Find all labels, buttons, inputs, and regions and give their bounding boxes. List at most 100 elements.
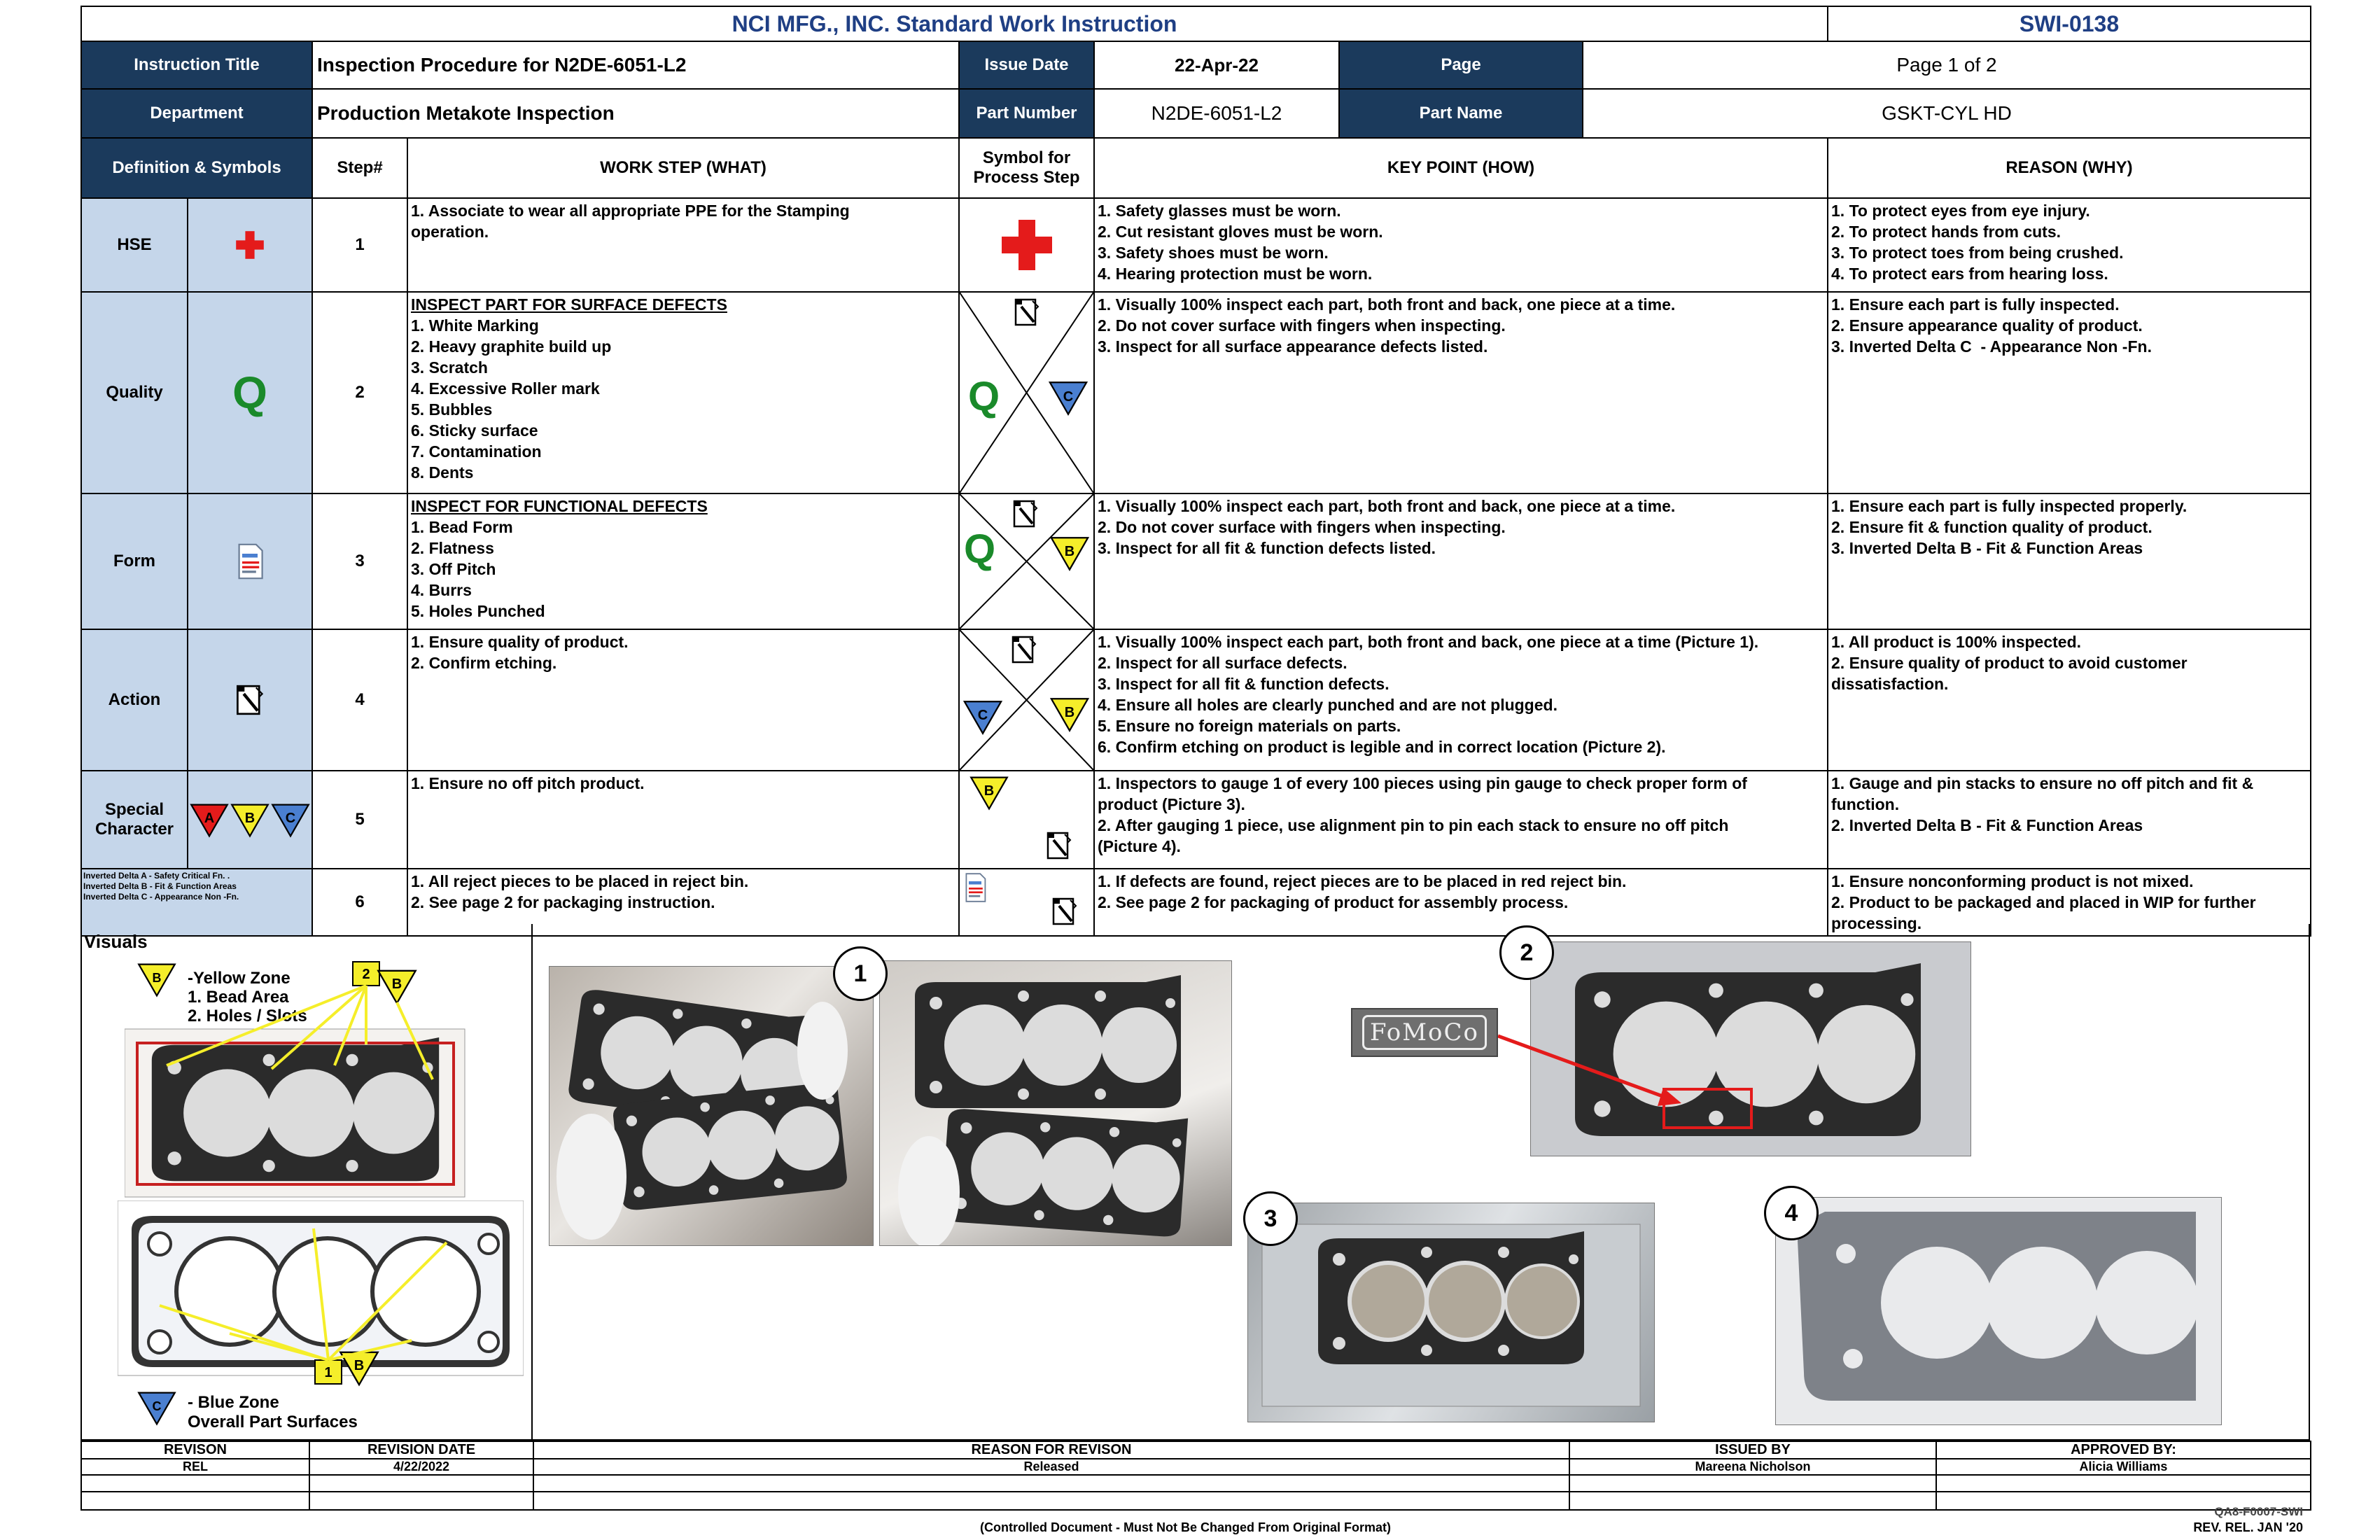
symbol-x-diagram: Q B [960, 494, 1093, 629]
step-number: 6 [312, 868, 408, 937]
issued-by-value: Mareena Nicholson [1569, 1458, 1937, 1476]
delta-c-letter: C [286, 811, 295, 826]
gasket-photo-4 [1797, 1212, 2199, 1401]
picture-number-2: 2 [1499, 925, 1554, 980]
quality-q-icon: Q [968, 374, 1000, 419]
delta-b-letter: B [984, 783, 994, 799]
action-icon [1046, 831, 1072, 860]
visuals-area [80, 924, 2310, 1441]
gasket-photo-1a [556, 981, 848, 1240]
hse-label: HSE [80, 197, 188, 293]
etch-text: FoMoCo [1362, 1015, 1487, 1050]
definitions-header: Definition & Symbols [80, 137, 313, 199]
step-why: 1. To protect eyes from eye injury. 2. T… [1827, 197, 2311, 293]
step-row-1: HSE 1 1. Associate to wear all appropria… [80, 197, 2311, 293]
action-icon [234, 682, 265, 718]
symbol-x-diagram: Q C [960, 293, 1093, 493]
how-header: KEY POINT (HOW) [1093, 137, 1828, 199]
quality-symbol-cell: Q [187, 291, 313, 494]
instruction-title: Inspection Procedure for N2DE-6051-L2 [312, 41, 960, 90]
picture-2 [1530, 941, 1971, 1156]
page-label: Page [1338, 41, 1583, 90]
revision-row: REL 4/22/2022 Released Mareena Nicholson… [80, 1458, 2311, 1476]
hse-symbol-cell [187, 197, 313, 293]
issue-date: 22-Apr-22 [1093, 41, 1340, 90]
picture-number-1: 1 [833, 946, 888, 1001]
step-what: 1. All reject pieces to be placed in rej… [407, 868, 960, 937]
step-why: 1. Ensure each part is fully inspected. … [1827, 291, 2311, 494]
revision-date-header: REVISION DATE [309, 1441, 534, 1460]
step-symbol-cell: Q C [958, 291, 1095, 494]
step-what: 1. Associate to wear all appropriate PPE… [407, 197, 960, 293]
step-how: 1. Safety glasses must be worn. 2. Cut r… [1093, 197, 1828, 293]
action-icon [1012, 499, 1038, 528]
gasket-photo-2 [1575, 963, 1921, 1136]
step-symbol-cell [958, 197, 1095, 293]
document-title: NCI MFG., INC. Standard Work Instruction [80, 6, 1828, 42]
svg-text:B: B [354, 1358, 364, 1373]
action-icon [1051, 897, 1077, 925]
what-header: WORK STEP (WHAT) [407, 137, 960, 199]
special-symbol-cell: A B C [187, 770, 313, 869]
step-number: 3 [312, 493, 408, 630]
hse-cross-icon [234, 230, 265, 260]
issue-date-label: Issue Date [958, 41, 1095, 90]
department-label: Department [80, 88, 313, 139]
step-row-4: Action 4 1. Ensure quality of product. 2… [80, 629, 2311, 771]
instruction-title-label: Instruction Title [80, 41, 313, 90]
step-why: 1. Ensure nonconforming product is not m… [1827, 868, 2311, 937]
blue-zone-legend: - Blue Zone Overall Part Surfaces [188, 1393, 358, 1432]
symbol-step5: B [970, 776, 1072, 860]
step-number: 4 [312, 629, 408, 771]
symbol-x-diagram: C B [960, 630, 1093, 770]
part-number: N2DE-6051-L2 [1093, 88, 1340, 139]
step-row-2: Quality Q 2 INSPECT PART FOR SURFACE DEF… [80, 291, 2311, 494]
hse-cross-icon [999, 217, 1055, 273]
action-label: Action [80, 629, 188, 771]
revision-table: REVISON REVISION DATE REASON FOR REVISON… [80, 1441, 2311, 1511]
form-document-icon [965, 873, 986, 902]
step-number: 2 [312, 291, 408, 494]
symbol-step6 [965, 873, 1077, 925]
svg-text:B: B [392, 976, 402, 992]
etch-closeup: FoMoCo [1351, 1008, 1498, 1057]
svg-text:B: B [153, 971, 162, 985]
marker-2-box [352, 961, 380, 986]
delta-c-letter: C [978, 708, 988, 723]
document-id: SWI-0138 [1827, 6, 2311, 42]
part-number-label: Part Number [958, 88, 1095, 139]
visuals-label: Visuals [84, 931, 148, 952]
delta-legend: Inverted Delta A - Safety Critical Fn. .… [80, 868, 313, 937]
form-label: Form [80, 493, 188, 630]
step-why: 1. All product is 100% inspected. 2. Ens… [1827, 629, 2311, 771]
picture-1-left [549, 966, 874, 1246]
step-how: 1. Visually 100% inspect each part, both… [1093, 629, 1828, 771]
why-header: REASON (WHY) [1827, 137, 2311, 199]
approved-by-header: APPROVED BY: [1935, 1441, 2311, 1460]
picture-3 [1247, 1203, 1655, 1422]
step-symbol-cell: C B [958, 629, 1095, 771]
yellow-zone-legend: -Yellow Zone 1. Bead Area 2. Holes / Slo… [188, 969, 307, 1026]
step-symbol-cell [958, 868, 1095, 937]
etch-arrow [1498, 1034, 1681, 1106]
delta-b-letter: B [1065, 544, 1074, 559]
quality-q-icon: Q [964, 526, 995, 572]
delta-c-letter: C [1063, 389, 1073, 405]
marker-1-text: 1 [324, 1365, 332, 1380]
yellow-zone-gasket-diagram: 2 B [125, 961, 465, 1198]
step-how: 1. If defects are found, reject pieces a… [1093, 868, 1828, 937]
marker-2-text: 2 [362, 967, 370, 982]
step-row-5: Special Character A B C 5 1. Ensure no o… [80, 770, 2311, 869]
revision-header: REVISON [80, 1441, 310, 1460]
revision-reason-value: Released [533, 1458, 1570, 1476]
step-how: 1. Visually 100% inspect each part, both… [1093, 493, 1828, 630]
step-symbol-cell: B [958, 770, 1095, 869]
step-number: 1 [312, 197, 408, 293]
part-name-label: Part Name [1338, 88, 1583, 139]
gasket-photo-3 [1261, 1224, 1641, 1407]
picture-number-3: 3 [1243, 1191, 1298, 1246]
delta-b-letter: B [1065, 705, 1074, 720]
picture-4 [1775, 1197, 2222, 1425]
revision-date-value: 4/22/2022 [309, 1458, 534, 1476]
